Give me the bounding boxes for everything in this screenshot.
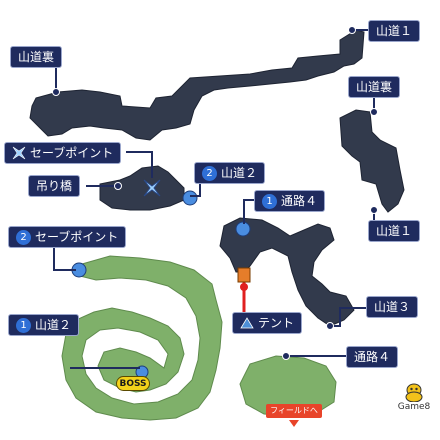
- save-point-markers: [71, 179, 251, 379]
- label-text: 山道２: [35, 317, 72, 332]
- label-text: 通路４: [281, 193, 318, 208]
- field-exit-marker: フィールドへ: [266, 404, 322, 418]
- label-text: 通路４: [354, 349, 391, 364]
- forest-serpentine: [61, 255, 223, 421]
- number-badge: 1: [262, 193, 277, 209]
- cave-middle: [99, 165, 185, 211]
- label-text: セーブポイント: [30, 145, 114, 160]
- number-badge: 1: [16, 317, 31, 333]
- label-path-4-upper: 1 通路４: [254, 190, 326, 212]
- forest-exit-area: [239, 355, 337, 417]
- game8-mascot-icon: [405, 383, 423, 403]
- game8-logo: Game8: [392, 382, 436, 412]
- cave-top-route: [29, 29, 365, 141]
- label-bridge: 吊り橋: [28, 175, 81, 197]
- label-text: セーブポイント: [35, 229, 119, 244]
- label-road-2-lower: 1 山道２: [8, 314, 80, 336]
- label-road-2: 2 山道２: [194, 162, 266, 184]
- number-badge: 2: [16, 229, 31, 245]
- label-text: 山道裏: [356, 79, 393, 94]
- label-text: 吊り橋: [36, 178, 73, 193]
- label-text: 山道１: [376, 23, 413, 38]
- label-text: 山道１: [376, 223, 413, 238]
- save-crystal-icon: [12, 146, 26, 160]
- connector-dots: [52, 26, 378, 360]
- label-path-4-lower: 通路４: [346, 346, 399, 368]
- label-tent: テント: [232, 312, 303, 334]
- boss-marker: BOSS: [116, 376, 150, 391]
- logo-text: Game8: [397, 402, 431, 412]
- label-right-upper: 山道裏: [348, 76, 401, 98]
- cave-areas: [29, 29, 405, 327]
- label-text: 山道２: [221, 165, 258, 180]
- label-road-3: 山道３: [366, 296, 419, 318]
- label-save-point-2: 2 セーブポイント: [8, 226, 127, 248]
- number-badge: 2: [202, 165, 217, 181]
- label-top-left: 山道裏: [10, 46, 63, 68]
- cave-right: [339, 109, 405, 213]
- label-save-point-1: セーブポイント: [4, 142, 122, 164]
- label-text: テント: [258, 315, 295, 330]
- label-top-right: 山道１: [368, 20, 421, 42]
- cave-lower-right: [219, 217, 355, 327]
- label-text: 山道裏: [18, 49, 55, 64]
- label-text: 山道３: [374, 299, 411, 314]
- exit-arrow-icon: [289, 420, 299, 427]
- label-right-lower: 山道１: [368, 220, 421, 242]
- tent-icon: [240, 317, 254, 329]
